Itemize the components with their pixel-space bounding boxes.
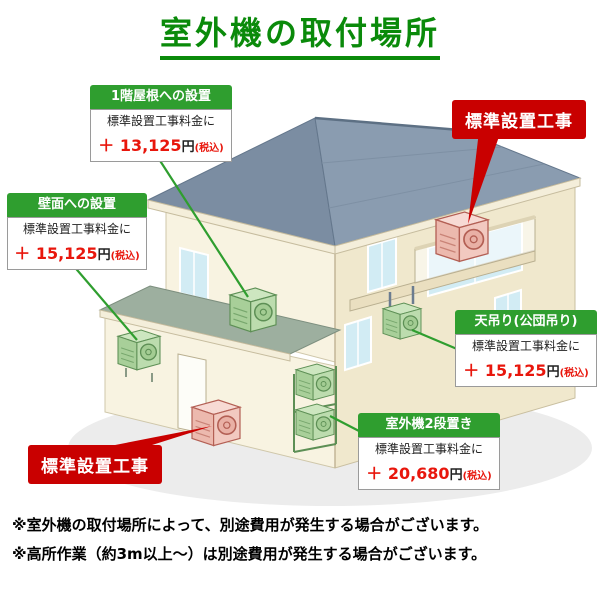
callout-ceiling-body: 標準設置工事料金に ＋ 15,125円(税込): [455, 334, 597, 387]
note-1: ※室外機の取付場所によって、別途費用が発生する場合がございます。: [12, 516, 489, 534]
callout-roof1f-desc: 標準設置工事料金に: [106, 114, 215, 129]
leader-line-ceiling: [411, 328, 458, 351]
callout-wall-price: ＋ 15,125円(税込): [14, 243, 140, 263]
note-2: ※高所作業（約3m以上～）は別途費用が発生する場合がございます。: [12, 545, 487, 564]
callout-ceiling-label: 天吊り(公団吊り): [455, 310, 597, 335]
standard-installation-badge-bottom: 標準設置工事: [28, 445, 162, 484]
callout-wall: 壁面への設置 標準設置工事料金に ＋ 15,125円(税込): [7, 193, 147, 270]
wall-mount-bracket: [125, 368, 153, 382]
callout-wall-label: 壁面への設置: [7, 193, 147, 218]
callout-roof1f-body: 標準設置工事料金に ＋ 13,125円(税込): [90, 109, 232, 162]
leader-wedge-standard-top: [468, 131, 501, 224]
callout-roof1f-price: ＋ 13,125円(税込): [98, 135, 224, 155]
notes: ※室外機の取付場所によって、別途費用が発生する場合がございます。 ※高所作業（約…: [12, 511, 488, 570]
outdoor-unit-ground: [191, 399, 241, 447]
callout-wall-body: 標準設置工事料金に ＋ 15,125円(税込): [7, 217, 147, 270]
callout-two-tier-desc: 標準設置工事料金に: [374, 442, 483, 457]
window: [367, 236, 397, 294]
page-title: 室外機の取付場所: [0, 8, 600, 60]
callout-wall-desc: 標準設置工事料金に: [22, 222, 131, 237]
outdoor-unit-balcony: [435, 211, 489, 263]
lower-roof-fascia: [99, 309, 291, 362]
outdoor-unit-ceiling: [382, 302, 422, 340]
callout-ceiling: 天吊り(公団吊り) 標準設置工事料金に ＋ 15,125円(税込): [455, 310, 597, 387]
callout-roof1f: 1階屋根への設置 標準設置工事料金に ＋ 13,125円(税込): [90, 85, 232, 162]
outdoor-unit-1f-roof: [229, 287, 277, 333]
callout-two-tier: 室外機2段置き 標準設置工事料金に ＋ 20,680円(税込): [358, 413, 500, 490]
callout-roof1f-label: 1階屋根への設置: [90, 85, 232, 110]
callout-ceiling-desc: 標準設置工事料金に: [471, 339, 580, 354]
page-title-text: 室外機の取付場所: [159, 8, 440, 60]
window: [179, 246, 209, 302]
main-roof: [146, 116, 582, 255]
callout-two-tier-label: 室外機2段置き: [358, 413, 500, 438]
outdoor-unit-wall: [117, 329, 161, 371]
leader-line-roof1f: [156, 155, 249, 298]
callout-two-tier-price: ＋ 20,680円(税込): [366, 463, 492, 483]
outdoor-unit-stack-bottom: [295, 403, 335, 441]
leader-line-wall: [71, 263, 138, 341]
window: [344, 315, 372, 372]
leader-line-two-tier: [329, 415, 360, 432]
callout-ceiling-price: ＋ 15,125円(税込): [463, 360, 589, 380]
callout-two-tier-body: 標準設置工事料金に ＋ 20,680円(税込): [358, 437, 500, 490]
outdoor-unit-stack-top: [295, 363, 335, 401]
standard-installation-badge-top: 標準設置工事: [452, 100, 586, 139]
